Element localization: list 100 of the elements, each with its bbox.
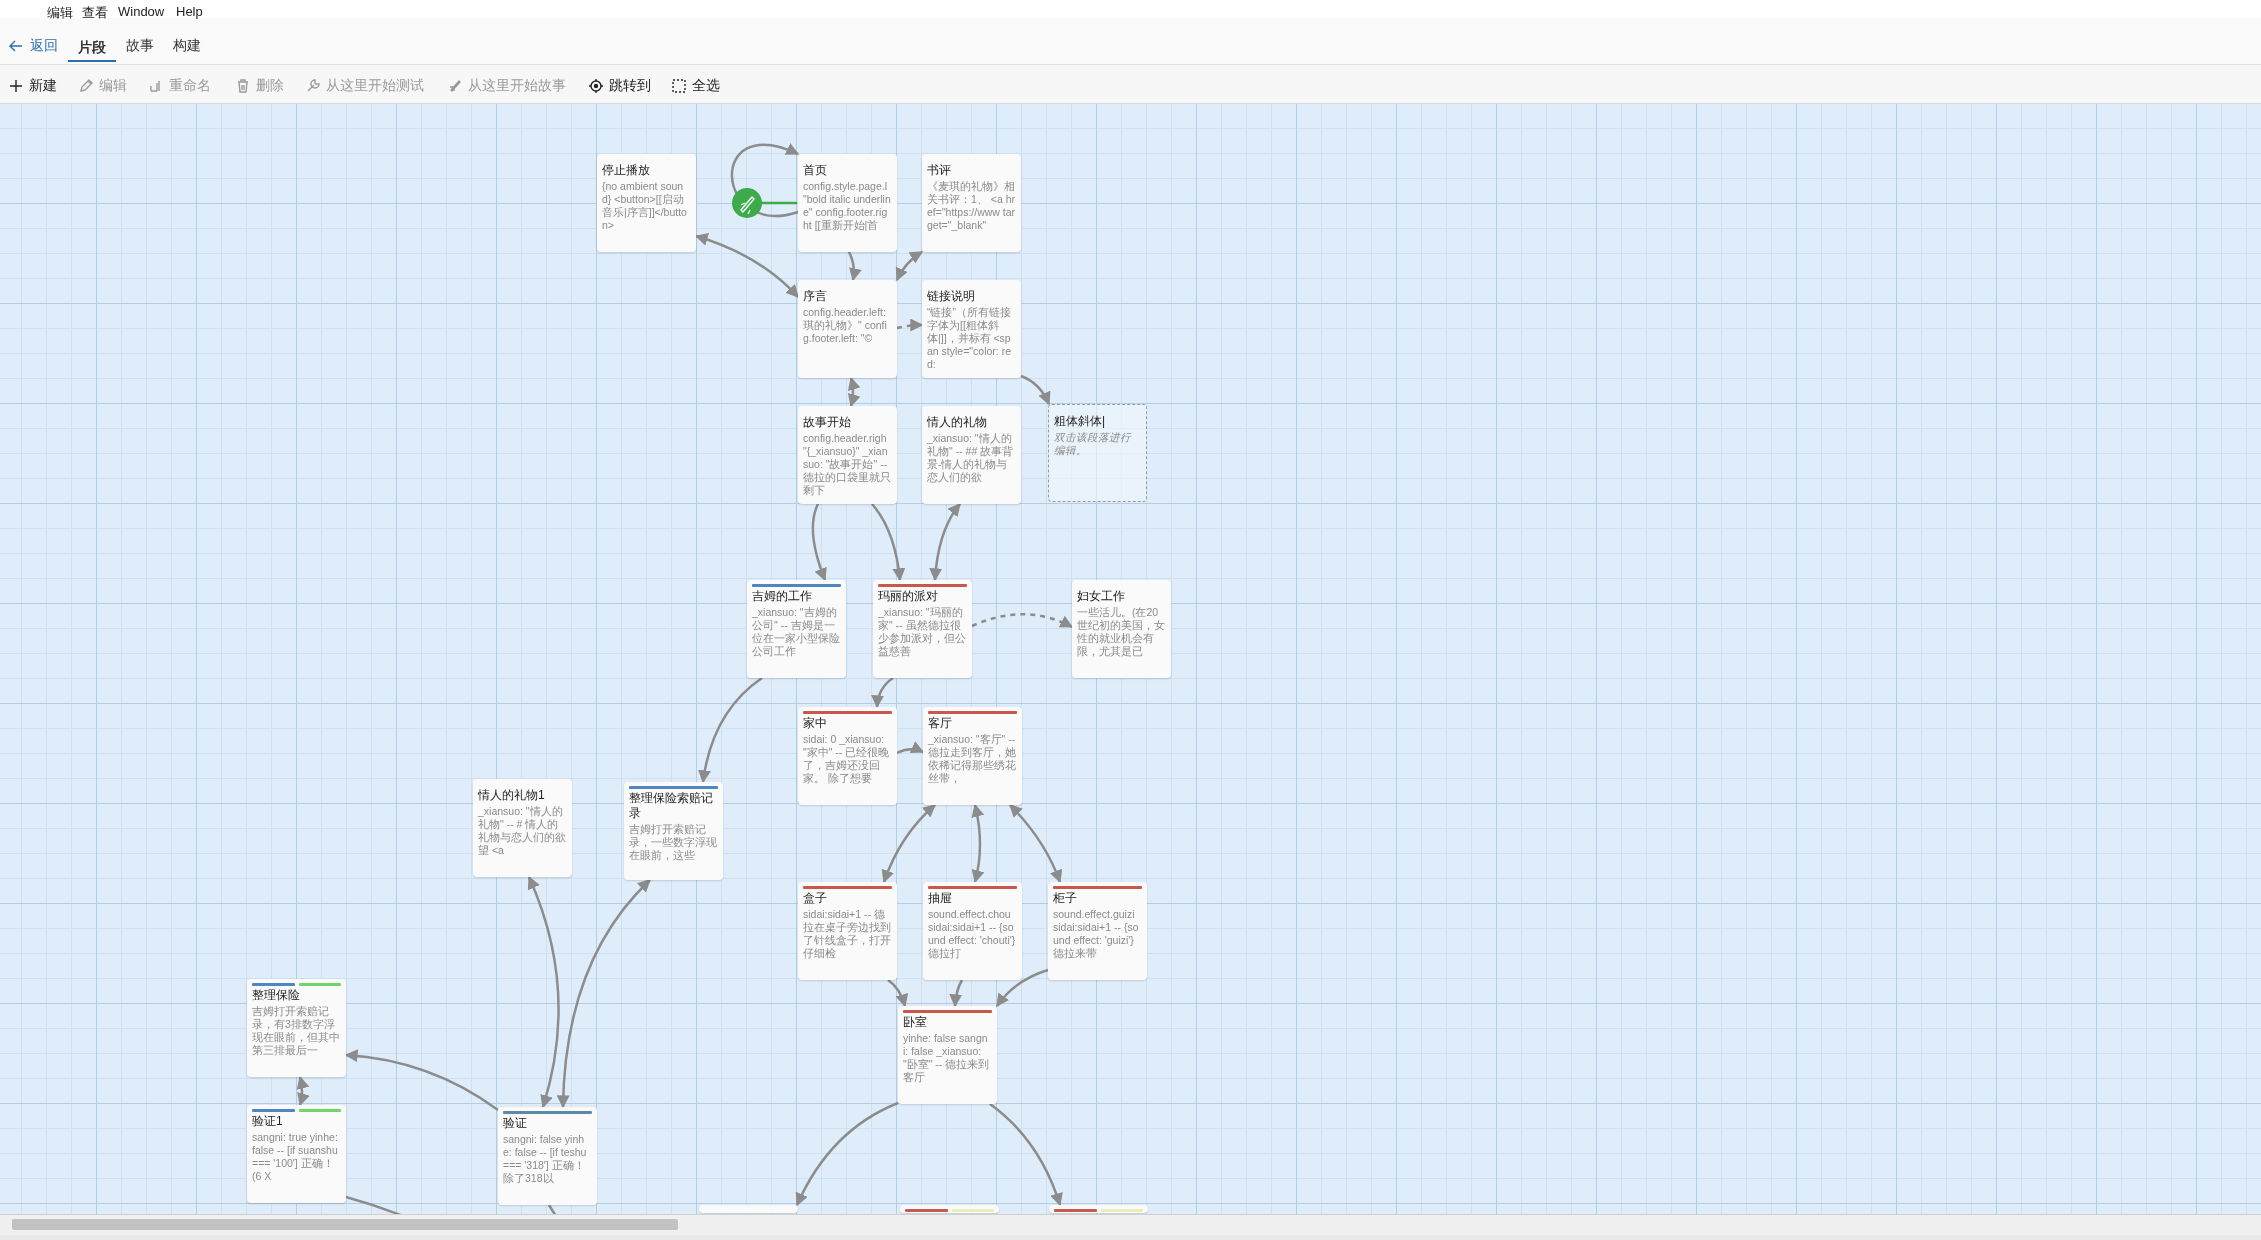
tab: 构建 [163, 36, 211, 56]
passage-title: 玛丽的派对 [878, 589, 939, 604]
passage-card [798, 707, 897, 805]
passage-card [473, 779, 572, 877]
arrow [881, 804, 936, 884]
passage-excerpt: 《麦琪的礼物》相关书评：1、 <a href="https://www target="_blank" [927, 180, 1016, 232]
menu-item: Window [118, 4, 165, 19]
arrow [344, 1049, 499, 1112]
toolbar-button: 从这里开始故事 [447, 76, 566, 96]
back-link: 返回 [8, 36, 58, 56]
passage-card [624, 782, 723, 880]
passage-title: 盒子 [803, 891, 828, 906]
toolbar-button: 新建 [8, 76, 57, 96]
passage-excerpt: _xiansuo: "客厅" -- 德拉走到客厅，她依稀记得那些绣花丝带， [928, 733, 1017, 785]
passage-excerpt: _xiansuo: "玛丽的家" -- 虽然德拉很少参加派对，但公益慈善 [878, 606, 967, 658]
arrow [1020, 374, 1051, 406]
arrow [795, 1101, 899, 1207]
passage-excerpt: _xiansuo: "情人的礼物" -- ## 故事背景-情人的礼物与恋人们的欲 [927, 432, 1015, 484]
passage-excerpt: sangni: false yinhe: false -- [if teshu === '318'] 正确！除了318以 [503, 1133, 588, 1185]
passage-card [1048, 882, 1147, 980]
arrow [949, 979, 964, 1008]
arrow [996, 968, 1049, 1008]
passage-excerpt: 吉姆打开索赔记录，有3排数字浮现在眼前，但其中第三排最后一 [252, 1005, 341, 1057]
passage-excerpt: sound.effect.chou sidai:sidai+1 -- {sound effect: 'chouti'} 德拉打 [928, 908, 1017, 960]
menu-item: 编辑 [47, 4, 73, 22]
passage-title: 验证1 [252, 1114, 284, 1129]
toolbar-button: 跳转到 [588, 76, 651, 96]
passage-title: 卧室 [903, 1015, 928, 1030]
passage-excerpt: sidai: 0 _xiansuo: "家中" -- 已经很晚了，吉姆还没回家。 除了想要 [803, 733, 891, 785]
passage-excerpt: config.style.page.l "bold italic underline" config.footer.right [[重新开始|首 [803, 180, 892, 232]
arrow [1009, 804, 1062, 884]
arrow [971, 803, 985, 884]
toolbar-button: 重命名 [148, 76, 211, 96]
passage-card [798, 406, 897, 504]
passage-title: 家中 [803, 716, 828, 731]
menu-item: Help [176, 4, 203, 19]
passage-card [922, 280, 1021, 378]
passage-title: 故事开始 [803, 415, 852, 430]
passage-title: 书评 [927, 163, 952, 178]
passage-card [923, 707, 1022, 805]
passage-title: 停止播放 [602, 163, 651, 178]
passage-title: 粗体斜体| [1054, 414, 1107, 429]
passage-card [1049, 1205, 1148, 1213]
passage-title: 首页 [803, 163, 828, 178]
passage-card [922, 154, 1021, 252]
passage-title: 验证 [503, 1116, 528, 1131]
passage-card [923, 882, 1022, 980]
passage-card [247, 1105, 346, 1203]
toolbar-button: 删除 [235, 76, 284, 96]
passage-card [1072, 580, 1171, 678]
passage-title: 吉姆的工作 [752, 589, 813, 604]
arrow [989, 1103, 1063, 1207]
arrow [896, 318, 924, 332]
passage-card [898, 1006, 997, 1104]
tab: 故事 [116, 36, 164, 56]
passage-card [699, 1205, 798, 1213]
arrow [296, 1075, 310, 1107]
menu-item: 查看 [82, 4, 108, 22]
passage-card [247, 979, 346, 1077]
arrow [871, 677, 894, 709]
passage-card [922, 406, 1021, 504]
passage-title: 情人的礼物 [927, 415, 988, 430]
passage-title: 链接说明 [927, 289, 976, 304]
passage-excerpt: _xiansuo: "吉姆的公司" -- 吉姆是一位在一家小型保险公司工作 [752, 606, 841, 658]
passage-excerpt: 吉姆打开索赔记录，一些数字浮现在眼前，这些 [629, 823, 718, 862]
arrow [698, 677, 763, 784]
arrow [971, 613, 1074, 629]
passage-card [798, 280, 897, 378]
arrow [527, 875, 560, 1109]
passage-card [798, 154, 897, 252]
passage-excerpt: _xiansuo: "情人的礼物" -- # 情人的礼物与恋人们的欲望 <a [478, 805, 567, 857]
arrow [896, 741, 925, 755]
arrow [811, 503, 827, 582]
toolbar-button: 编辑 [78, 76, 127, 96]
toolbar-button: 从这里开始测试 [305, 76, 424, 96]
passage-card [498, 1107, 597, 1205]
arrow [871, 503, 906, 582]
passage-excerpt: “链接”（所有链接字体为[[粗体斜体|]]，并标有 <span style="color: red: [927, 306, 1012, 371]
passage-title: 妇女工作 [1077, 589, 1126, 604]
arrow [895, 250, 924, 282]
arrow [694, 233, 799, 298]
passage-excerpt: {no ambient sound} <button>[[启动音乐|序言]]</button> [602, 180, 688, 232]
passage-card [900, 1205, 999, 1213]
arrow [929, 503, 961, 582]
passage-title: 整理保险索赔记录 [629, 791, 714, 821]
passage-card [798, 882, 897, 980]
arrow [847, 376, 861, 408]
passage-title: 客厅 [928, 716, 953, 731]
passage-excerpt: 一些活儿。(在20世纪初的美国，女性的就业机会有限，尤其是已 [1077, 606, 1166, 658]
passage-excerpt: yinhe: false sangni: false _xiansuo: "卧室" -- 德拉来到客厅 [903, 1032, 991, 1084]
passage-title: 序言 [803, 289, 828, 304]
passage-card [873, 580, 972, 678]
toolbar-button: 全选 [671, 76, 720, 96]
arrow [847, 251, 862, 282]
passage-excerpt: config.header.righ "{_xiansuo}" _xiansuo: "故事开始" -- 德拉的口袋里就只剩下 [803, 432, 892, 497]
passage-title: 情人的礼物1 [478, 788, 546, 803]
passage-title: 抽屉 [928, 891, 953, 906]
passage-title: 整理保险 [252, 988, 301, 1003]
passage-card [1048, 404, 1147, 502]
arrow [887, 979, 908, 1008]
